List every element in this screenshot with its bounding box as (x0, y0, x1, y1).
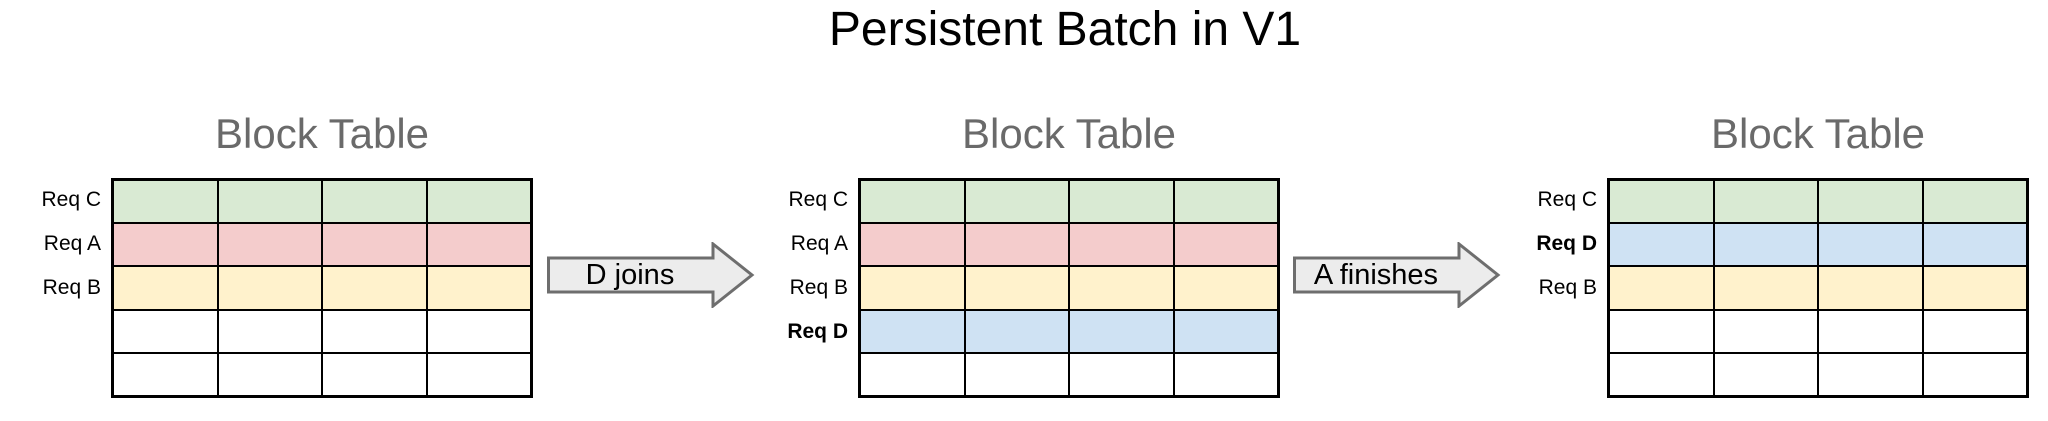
block-cell (1818, 223, 1923, 267)
block-cell (1713, 309, 1818, 353)
block-cell (322, 352, 427, 396)
block-cell (964, 352, 1069, 396)
block-cell (860, 223, 965, 267)
row-label-req-c: Req C (41, 188, 101, 211)
row-labels: Req C Req A Req B Req D (693, 178, 848, 398)
row-label-empty (1442, 310, 1597, 354)
block-cell (1173, 266, 1278, 310)
block-grid (858, 178, 1280, 398)
block-cell (860, 266, 965, 310)
block-cell (1609, 266, 1714, 310)
block-cell (113, 352, 218, 396)
block-table-title: Block Table (214, 110, 430, 157)
row-label-req-a: Req A (790, 232, 848, 255)
block-cell (1173, 180, 1278, 224)
block-cell (964, 266, 1069, 310)
d-joins-arrow-label: D joins (585, 259, 675, 291)
block-cell (322, 180, 427, 224)
row-label-req-d: Req D (1536, 232, 1597, 255)
block-cell (1818, 266, 1923, 310)
row-labels: Req C Req D Req B (1442, 178, 1597, 398)
row-label-req-a: Req A (43, 232, 101, 255)
block-cell (1713, 352, 1818, 396)
block-cell (1069, 266, 1174, 310)
block-table-title: Block Table (961, 110, 1177, 157)
row-label-empty (693, 354, 848, 398)
block-cell (1069, 223, 1174, 267)
d-joins-arrow-icon (547, 242, 755, 308)
row-label-empty (0, 310, 101, 354)
block-cell (217, 352, 322, 396)
row-label-req-c: Req C (788, 188, 848, 211)
block-cell (1069, 352, 1174, 396)
diagram-title: Persistent Batch in V1 (828, 3, 1302, 56)
block-cell (1609, 352, 1714, 396)
block-cell (217, 266, 322, 310)
row-label-empty (1442, 354, 1597, 398)
row-label-req-c: Req C (1537, 188, 1597, 211)
block-cell (1922, 309, 2027, 353)
block-cell (1713, 223, 1818, 267)
block-cell (1922, 352, 2027, 396)
block-cell (860, 352, 965, 396)
block-cell (1173, 352, 1278, 396)
block-cell (1173, 223, 1278, 267)
block-cell (1922, 180, 2027, 224)
block-cell (426, 180, 531, 224)
block-cell (1609, 223, 1714, 267)
a-finishes-arrow-icon (1293, 242, 1501, 308)
a-finishes-arrow-label: A finishes (1313, 259, 1439, 291)
block-cell (1069, 180, 1174, 224)
block-cell (426, 266, 531, 310)
block-cell (217, 309, 322, 353)
block-cell (860, 309, 965, 353)
block-cell (113, 180, 218, 224)
block-cell (113, 266, 218, 310)
block-cell (1818, 309, 1923, 353)
block-grid (111, 178, 533, 398)
block-cell (1922, 223, 2027, 267)
block-cell (964, 223, 1069, 267)
block-cell (1922, 266, 2027, 310)
block-cell (1818, 180, 1923, 224)
block-table-title: Block Table (1710, 110, 1926, 157)
block-cell (1173, 309, 1278, 353)
block-cell (113, 223, 218, 267)
block-cell (322, 309, 427, 353)
row-labels: Req C Req A Req B (0, 178, 101, 398)
block-cell (860, 180, 965, 224)
block-cell (1818, 352, 1923, 396)
block-cell (217, 180, 322, 224)
block-cell (1609, 180, 1714, 224)
row-label-empty (0, 354, 101, 398)
block-cell (1713, 266, 1818, 310)
block-cell (964, 309, 1069, 353)
block-cell (217, 223, 322, 267)
block-cell (113, 309, 218, 353)
block-cell (1713, 180, 1818, 224)
block-cell (1609, 309, 1714, 353)
row-label-req-b: Req B (1538, 276, 1597, 299)
row-label-req-d: Req D (787, 320, 848, 343)
row-label-req-b: Req B (789, 276, 848, 299)
block-cell (426, 309, 531, 353)
row-label-req-b: Req B (42, 276, 101, 299)
block-grid (1607, 178, 2029, 398)
block-cell (426, 223, 531, 267)
block-cell (322, 266, 427, 310)
block-cell (322, 223, 427, 267)
block-cell (964, 180, 1069, 224)
block-cell (426, 352, 531, 396)
block-cell (1069, 309, 1174, 353)
